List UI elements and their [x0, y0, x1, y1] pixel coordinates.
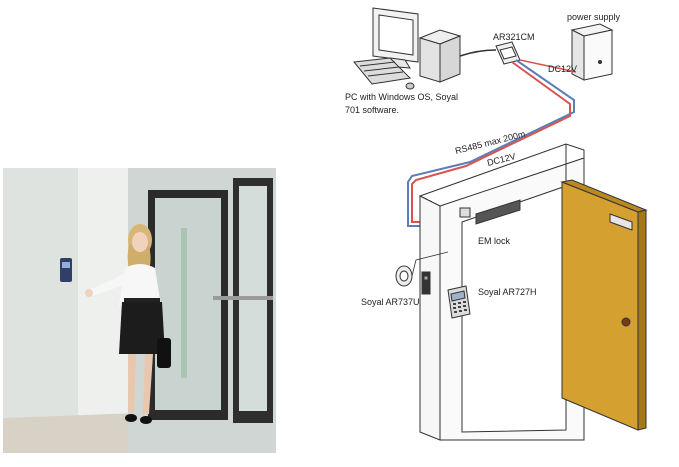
pc-icon — [353, 7, 462, 90]
keypad-reader-icon — [447, 285, 471, 319]
power-supply-label: power supply — [567, 12, 621, 22]
door-icon — [560, 179, 648, 431]
woman-at-access-reader-photo — [3, 168, 276, 453]
em-lock-label: EM lock — [478, 236, 511, 246]
pc-label-line2: 701 software. — [345, 105, 399, 115]
dc-line-top — [519, 59, 577, 73]
button-wire — [411, 251, 449, 277]
em-lock-icon — [459, 199, 521, 225]
converter-label: AR321CM — [493, 32, 535, 42]
converter-icon — [495, 41, 521, 65]
reader-right-label: Soyal AR727H — [478, 287, 537, 297]
door-frame — [418, 143, 585, 441]
pc-label: PC with Windows OS, Soyal — [345, 92, 458, 102]
dc-label-top: DC12V — [548, 64, 577, 74]
reader-ar737u-icon — [421, 271, 431, 295]
access-control-photo — [3, 168, 276, 453]
reader-left-label: Soyal AR737U — [361, 297, 420, 307]
usb-cable — [459, 49, 497, 57]
power-supply-icon — [570, 23, 614, 81]
exit-button-icon — [395, 265, 413, 287]
